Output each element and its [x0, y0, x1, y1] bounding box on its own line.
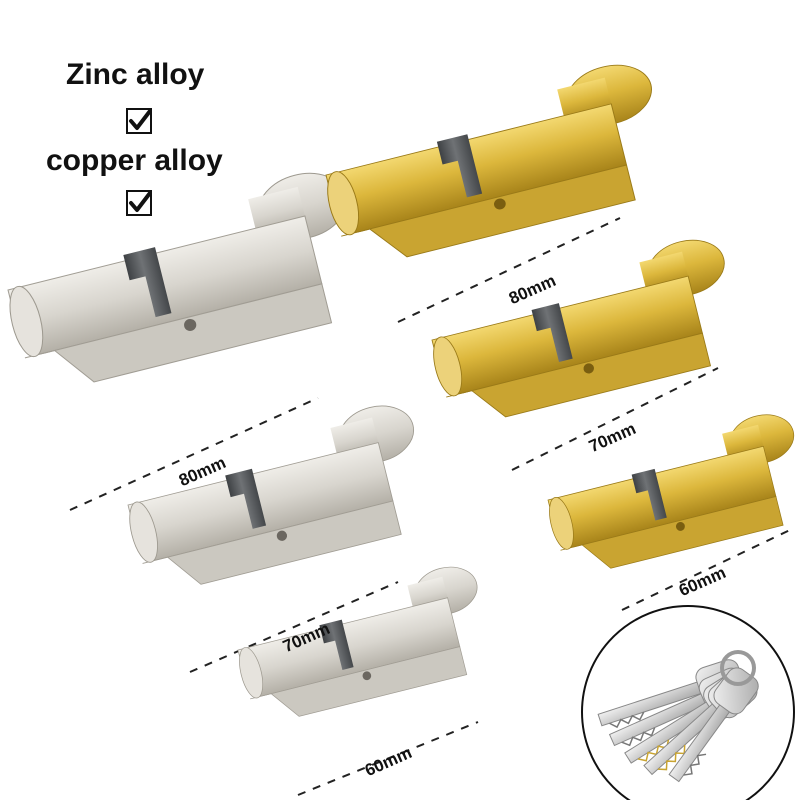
cylinder-brass-60: [537, 407, 800, 581]
dimension-line-nickel-60: [297, 721, 479, 796]
cylinder-brass-70: [419, 232, 749, 431]
material-label-copper: copper alloy: [46, 144, 223, 177]
material-label-zinc: Zinc alloy: [66, 58, 205, 91]
dimension-line-nickel-70: [189, 581, 399, 673]
checkbox-zinc-checked-icon: [126, 108, 152, 134]
checkbox-copper-checked-icon: [126, 190, 152, 216]
dimension-line-brass-70: [511, 367, 719, 471]
keys-inset: [581, 605, 795, 800]
dimension-line-nickel-80: [69, 397, 319, 511]
cylinder-nickel-60: [227, 560, 498, 728]
cylinder-nickel-80: [0, 163, 376, 399]
keys-icon: [597, 650, 759, 783]
cylinder-brass-80: [312, 56, 678, 273]
cylinder-nickel-70: [115, 397, 439, 599]
